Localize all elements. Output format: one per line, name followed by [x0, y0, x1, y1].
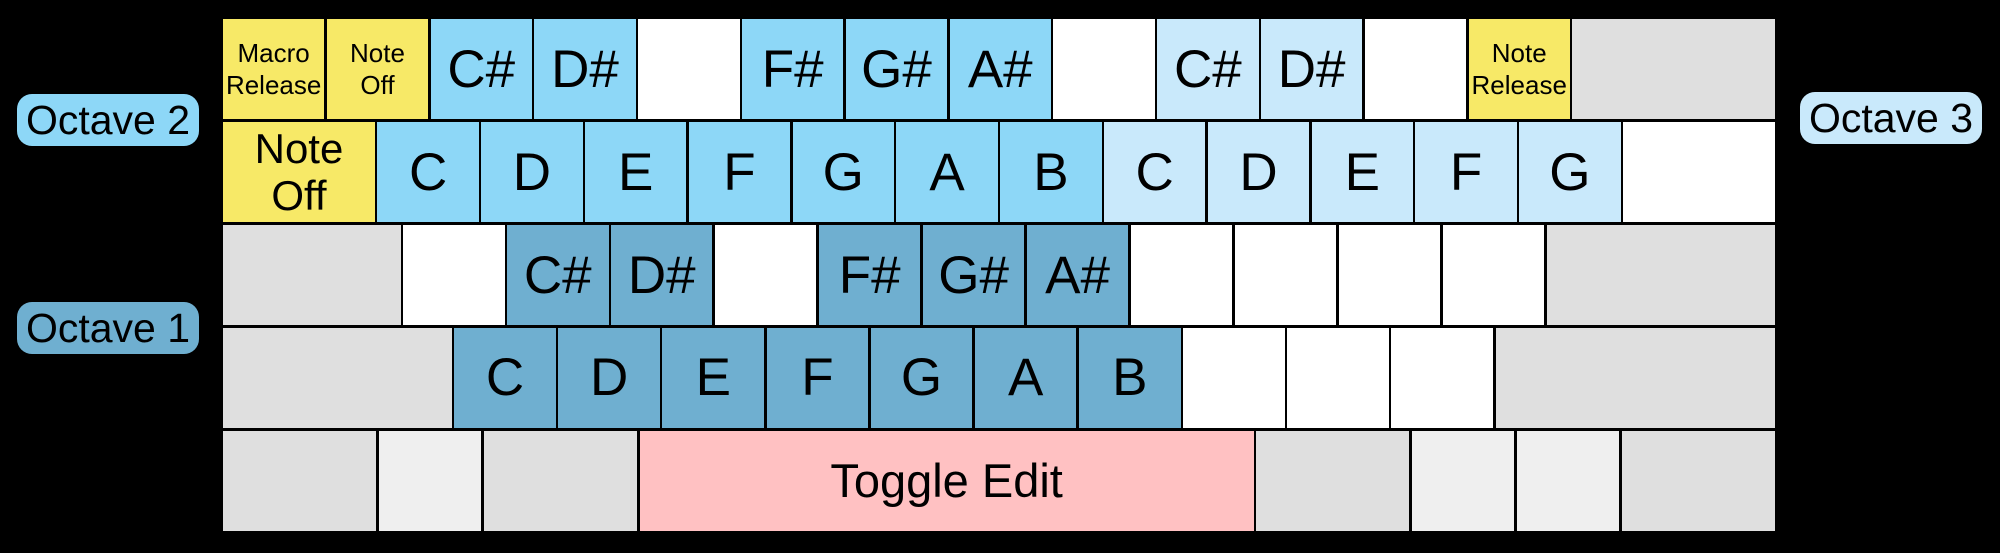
key-unmapped — [638, 19, 740, 120]
key-modifier-unmapped — [1495, 327, 1775, 429]
key-e-octave2: E — [585, 121, 687, 223]
space-row: Toggle Edit — [223, 430, 1775, 532]
key-gsharp-octave1: G# — [922, 224, 1025, 326]
key-unmapped — [1442, 224, 1545, 326]
key-a-octave1: A — [974, 327, 1077, 429]
key-c-octave3: C — [1104, 121, 1206, 223]
key-macro-release: Macro Release — [223, 19, 325, 120]
key-modifier-unmapped — [223, 327, 452, 429]
key-d-octave3: D — [1207, 121, 1310, 223]
key-modifier-unmapped — [1621, 430, 1775, 532]
key-fsharp-octave2: F# — [742, 19, 844, 120]
key-unmapped — [1234, 224, 1337, 326]
key-modifier-unmapped — [223, 430, 377, 532]
key-b-octave1: B — [1078, 327, 1181, 429]
key-toggle-edit: Toggle Edit — [639, 430, 1254, 532]
key-unmapped — [1053, 19, 1155, 120]
octave-3-badge: Octave 3 — [1800, 92, 1982, 144]
key-f-octave1: F — [766, 327, 869, 429]
key-asharp-octave2: A# — [949, 19, 1051, 120]
key-c-octave2: C — [377, 121, 479, 223]
key-c-octave1: C — [454, 327, 556, 429]
key-fsharp-octave1: F# — [818, 224, 921, 326]
key-modifier-unmapped — [1546, 224, 1775, 326]
key-note-off-top: Note Off — [326, 19, 429, 120]
key-modifier-unmapped — [1572, 19, 1775, 120]
key-modifier-unmapped — [378, 430, 482, 532]
key-b-octave2: B — [1000, 121, 1102, 223]
key-modifier-unmapped — [483, 430, 638, 532]
key-modifier-unmapped — [1516, 430, 1620, 532]
key-gsharp-octave2: G# — [845, 19, 948, 120]
octave-2-badge: Octave 2 — [17, 94, 199, 146]
key-note-off: Note Off — [223, 121, 375, 223]
octave-1-badge: Octave 1 — [17, 302, 199, 354]
key-dsharp-octave1: D# — [611, 224, 713, 326]
key-modifier-unmapped — [1411, 430, 1515, 532]
key-e-octave1: E — [662, 327, 765, 429]
key-unmapped — [1391, 327, 1493, 429]
key-note-release: Note Release — [1468, 19, 1570, 120]
key-g-octave2: G — [792, 121, 894, 223]
key-a-octave2: A — [896, 121, 998, 223]
key-f-octave3: F — [1415, 121, 1517, 223]
key-unmapped — [1130, 224, 1233, 326]
key-unmapped — [1287, 327, 1389, 429]
key-modifier-unmapped — [223, 224, 401, 326]
key-unmapped — [1364, 19, 1467, 120]
key-unmapped — [1338, 224, 1441, 326]
key-modifier-unmapped — [1256, 430, 1410, 532]
key-dsharp-octave3: D# — [1261, 19, 1363, 120]
key-g-octave3: G — [1519, 121, 1621, 223]
key-unmapped — [403, 224, 505, 326]
key-unmapped — [1623, 121, 1775, 223]
home-row: C#D# F#G#A# — [223, 224, 1775, 326]
key-csharp-octave1: C# — [507, 224, 609, 326]
key-d-octave1: D — [558, 327, 660, 429]
key-e-octave3: E — [1311, 121, 1413, 223]
key-d-octave2: D — [481, 121, 583, 223]
key-f-octave2: F — [688, 121, 791, 223]
key-unmapped — [714, 224, 817, 326]
key-g-octave1: G — [870, 327, 973, 429]
key-dsharp-octave2: D# — [534, 19, 636, 120]
key-unmapped — [1183, 327, 1285, 429]
key-asharp-octave1: A# — [1026, 224, 1129, 326]
key-csharp-octave2: C# — [430, 19, 532, 120]
key-csharp-octave3: C# — [1157, 19, 1259, 120]
